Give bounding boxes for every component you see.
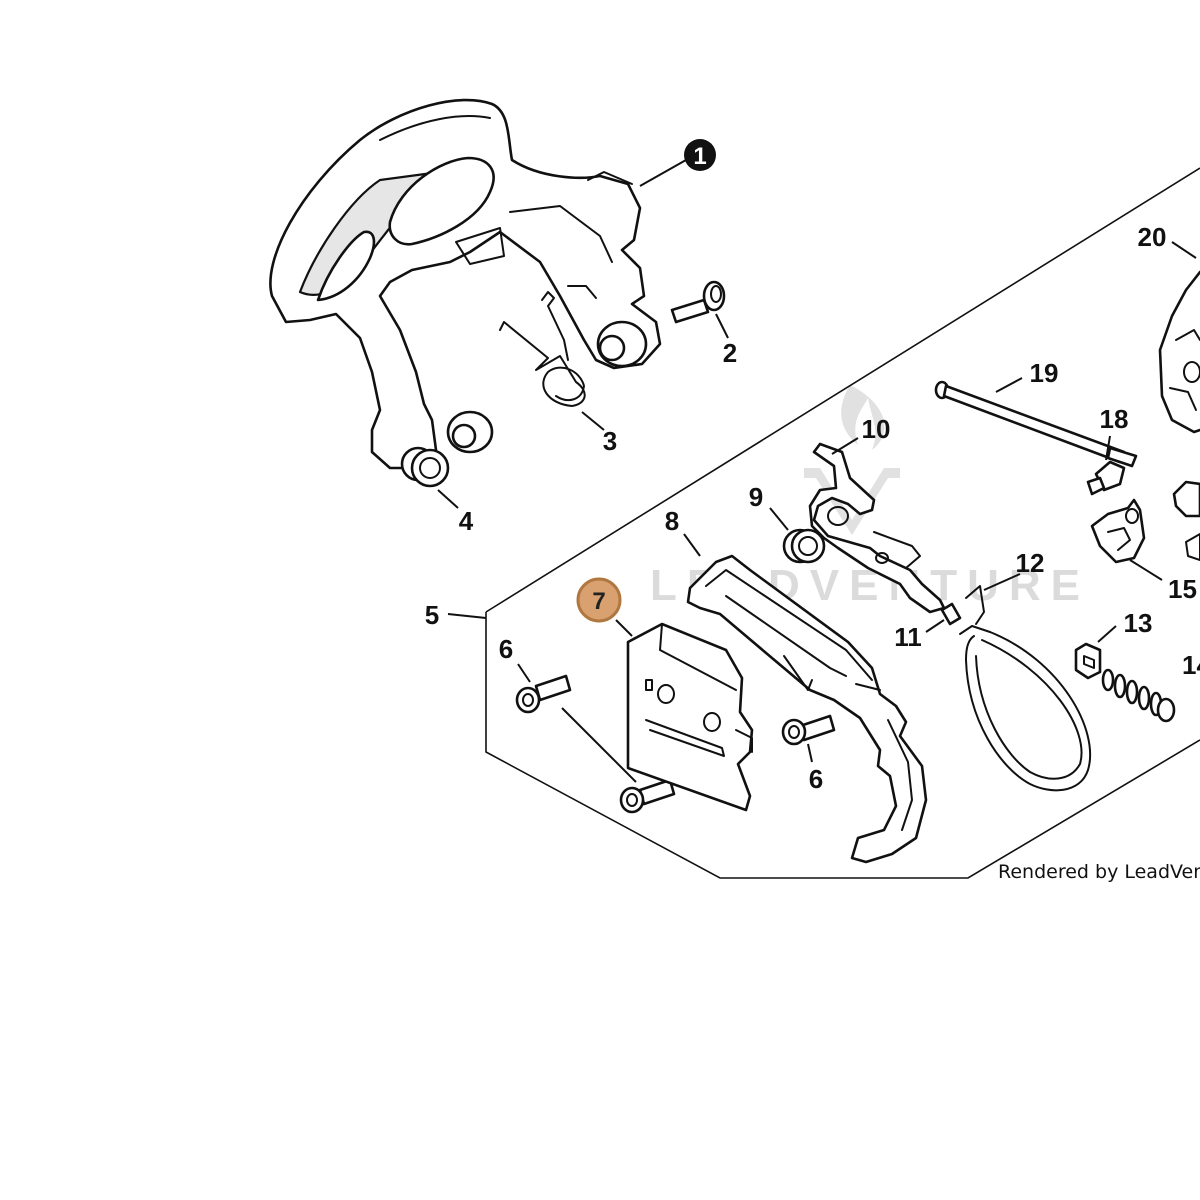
front-handle [269,98,662,470]
latch [1090,498,1146,564]
chain-guard [686,554,928,864]
callout-13[interactable]: 13 [1124,608,1153,638]
callout-1-label: 1 [693,143,706,170]
brake-band [959,585,1092,792]
callout-5[interactable]: 5 [425,600,439,630]
adjuster-nipple [1086,460,1126,496]
rod [934,380,1138,468]
flame-logo-icon [841,385,885,450]
bushing [400,446,450,488]
callout-3[interactable]: 3 [603,426,617,456]
callout-6-left[interactable]: 6 [499,634,513,664]
callout-12[interactable]: 12 [1016,548,1045,578]
housing [1158,270,1200,561]
callout-8[interactable]: 8 [665,506,679,536]
assembly-frame [485,167,1200,879]
callout-14[interactable]: 14 [1182,650,1200,680]
callout-7-label: 7 [592,588,605,615]
pin [940,602,962,626]
washer [782,528,826,564]
cover-plate [626,622,754,812]
callout-7-highlighted[interactable]: 7 [576,577,622,623]
callout-1[interactable]: 1 [684,139,716,171]
spring [499,291,586,407]
cap-screw-left [515,674,572,714]
callout-15[interactable]: 15 [1168,574,1197,604]
cap-screw-bottom [619,778,676,814]
callout-19[interactable]: 19 [1030,358,1059,388]
shoulder-screw [670,280,726,324]
callout-18[interactable]: 18 [1100,404,1129,434]
callout-20[interactable]: 20 [1138,222,1167,252]
compression-spring [1101,668,1176,723]
render-credit: Rendered by LeadVenture [998,861,1200,883]
cap-screw-right [781,714,836,746]
leader-lines [437,159,1197,783]
stop-block [1074,642,1102,680]
brake-lever [808,442,946,614]
callout-11[interactable]: 11 [894,622,922,652]
callout-2[interactable]: 2 [723,338,737,368]
v-logo-icon [804,468,900,535]
callout-4[interactable]: 4 [459,506,474,536]
callout-6-right[interactable]: 6 [809,764,823,794]
callout-9[interactable]: 9 [749,482,763,512]
callout-10[interactable]: 10 [862,414,891,444]
